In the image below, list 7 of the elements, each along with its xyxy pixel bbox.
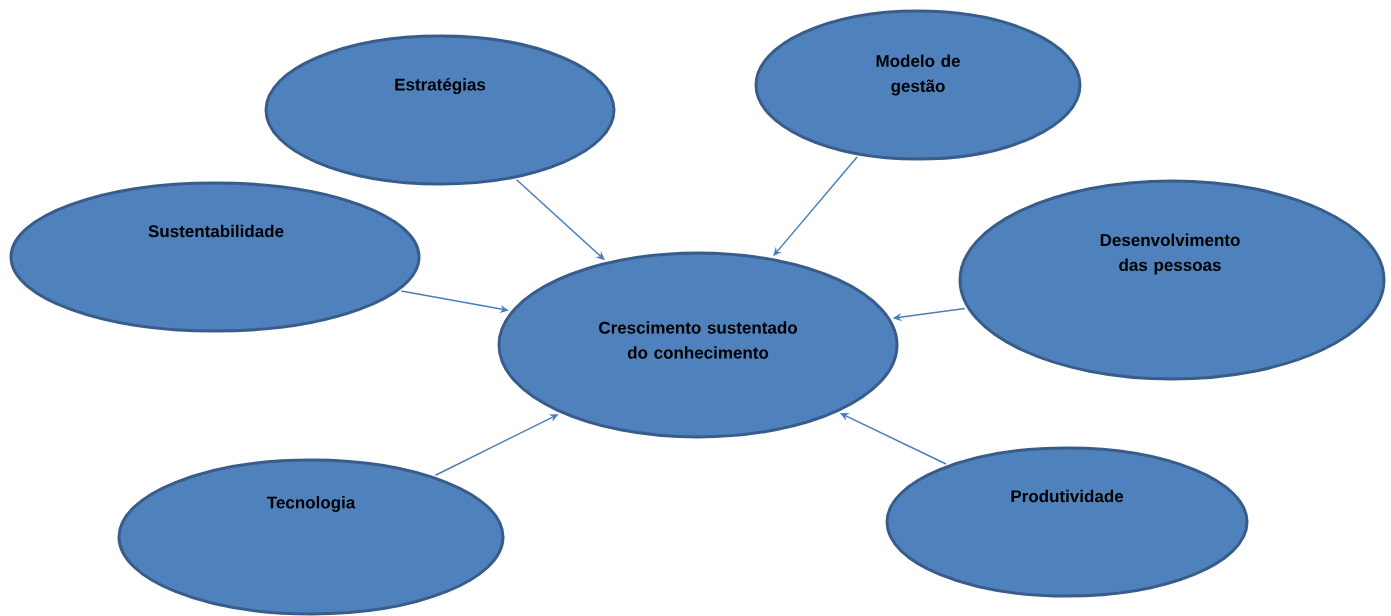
ellipse-node: Crescimento sustentado do conhecimento bbox=[497, 251, 899, 439]
ellipse-node: Produtividade bbox=[885, 446, 1249, 598]
ellipse-node: Sustentabilidade bbox=[9, 181, 421, 333]
ellipse-node: Modelo de gestão bbox=[754, 9, 1082, 161]
ellipse-node: Estratégias bbox=[264, 34, 616, 186]
ellipse-node: Tecnologia bbox=[117, 458, 505, 616]
ellipse-node: Desenvolvimento das pessoas bbox=[958, 179, 1386, 381]
